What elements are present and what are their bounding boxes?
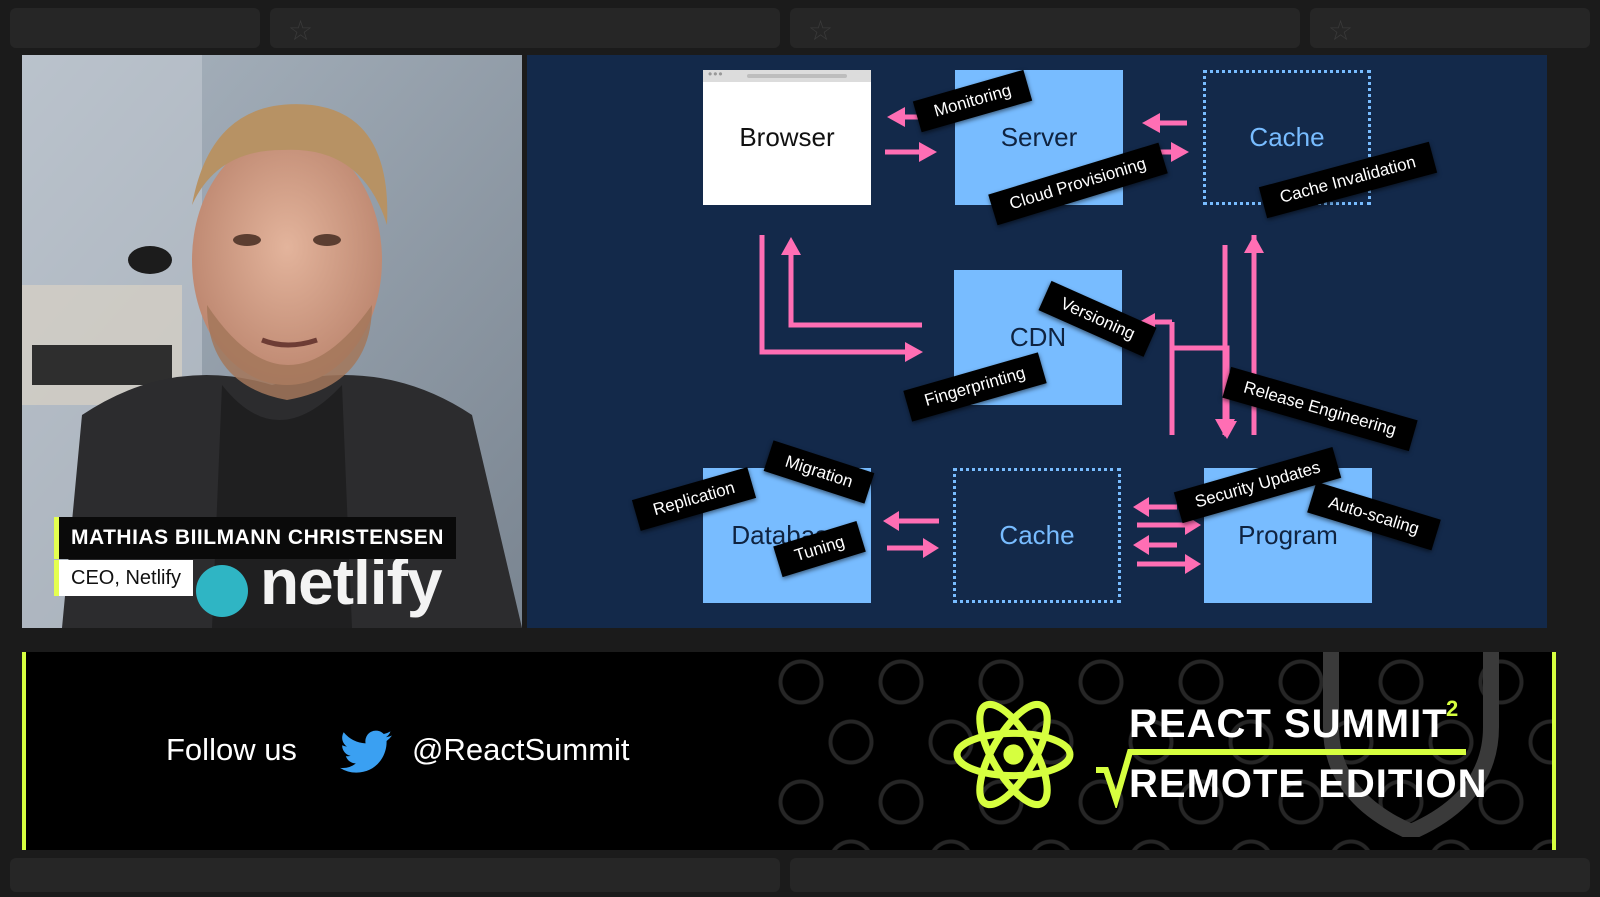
speaker-name: MATHIAS BIILMANN CHRISTENSEN bbox=[54, 517, 456, 559]
window-dots-icon: ••• bbox=[708, 67, 724, 81]
presentation-slide: ••• Browser Server Cache CDN Database Ca… bbox=[527, 55, 1547, 628]
bg-panel bbox=[790, 8, 1300, 48]
star-icon: ☆ bbox=[288, 15, 314, 46]
twitter-icon[interactable] bbox=[340, 730, 392, 774]
cache-top-label: Cache bbox=[1249, 122, 1325, 152]
event-superscript: 2 bbox=[1446, 696, 1459, 721]
program-label: Program bbox=[1238, 520, 1338, 550]
react-atom-icon bbox=[953, 700, 1074, 809]
bg-panel bbox=[270, 8, 780, 48]
bg-panel bbox=[1310, 8, 1590, 48]
cache-bottom-label: Cache bbox=[999, 520, 1075, 550]
event-banner: Follow us @ReactSummit REACT SUMMIT 2 RE… bbox=[22, 652, 1556, 850]
server-label: Server bbox=[1000, 122, 1078, 152]
bg-panel bbox=[10, 8, 260, 48]
arrows bbox=[759, 107, 1264, 574]
star-icon: ☆ bbox=[808, 15, 834, 46]
twitter-handle[interactable]: @ReactSummit bbox=[412, 732, 630, 767]
radical-symbol bbox=[1096, 749, 1466, 808]
event-edition: REMOTE EDITION bbox=[1129, 762, 1488, 806]
bg-panel bbox=[790, 858, 1590, 892]
star-icon: ☆ bbox=[1328, 15, 1354, 46]
cache-bottom-box: Cache bbox=[953, 468, 1121, 603]
cdn-label: CDN bbox=[1009, 322, 1067, 352]
speaker-video: netlify MATHIAS BIILMANN CHRISTENSEN CEO… bbox=[22, 55, 522, 628]
browser-label: Browser bbox=[739, 122, 835, 152]
address-bar bbox=[747, 74, 847, 78]
browser-chrome: ••• bbox=[703, 67, 871, 82]
bg-panel bbox=[10, 858, 780, 892]
browser-box: ••• Browser bbox=[703, 67, 871, 205]
event-title: REACT SUMMIT bbox=[1129, 702, 1448, 746]
speaker-title: CEO, Netlify bbox=[54, 560, 194, 596]
follow-us-label: Follow us bbox=[166, 732, 297, 767]
